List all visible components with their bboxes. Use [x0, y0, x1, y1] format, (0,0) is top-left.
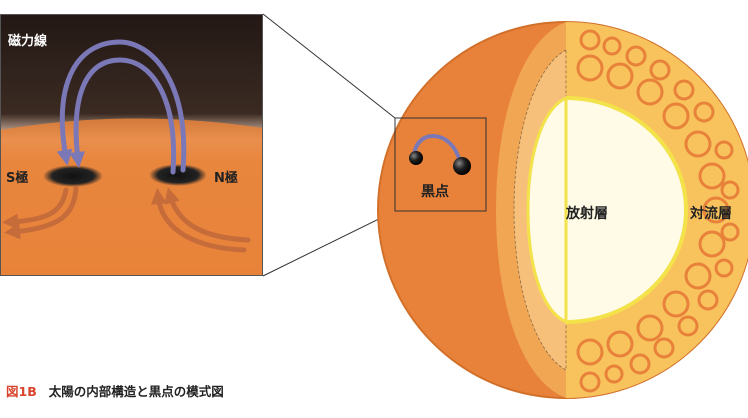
sunspot-right — [453, 157, 471, 175]
convection-zone-label: 対流層 — [690, 206, 732, 222]
inset-frame — [0, 14, 263, 276]
convection-cells — [576, 29, 740, 393]
radiative-zone-label: 放射層 — [566, 206, 608, 222]
sunspot-label: 黒点 — [421, 184, 449, 200]
north-sunspot — [149, 164, 207, 186]
subsurface-flow-arrows — [2, 185, 251, 253]
photosphere-surface — [0, 118, 263, 276]
radiative-zone — [566, 96, 688, 324]
radiative-zone-cut — [526, 95, 568, 325]
figure-caption-text: 太陽の内部構造と黒点の模式図 — [48, 384, 224, 399]
connector-top — [262, 13, 396, 119]
sun-cross-section — [377, 21, 748, 399]
north-pole-label: N極 — [214, 171, 238, 186]
sunspot-left — [409, 151, 423, 165]
south-pole-label: S極 — [6, 171, 29, 186]
figure-caption: 図1B 太陽の内部構造と黒点の模式図 — [6, 381, 224, 400]
figure-number: 図1B — [6, 384, 37, 399]
connector-bottom — [262, 210, 396, 277]
south-sunspot — [43, 165, 103, 187]
magnetic-field-lines — [56, 39, 187, 175]
magnetic-field-label: 磁力線 — [8, 34, 48, 49]
sunspot-highlight-box — [394, 117, 487, 212]
sunspot-field-line — [412, 134, 462, 164]
inset-panel — [0, 14, 263, 276]
